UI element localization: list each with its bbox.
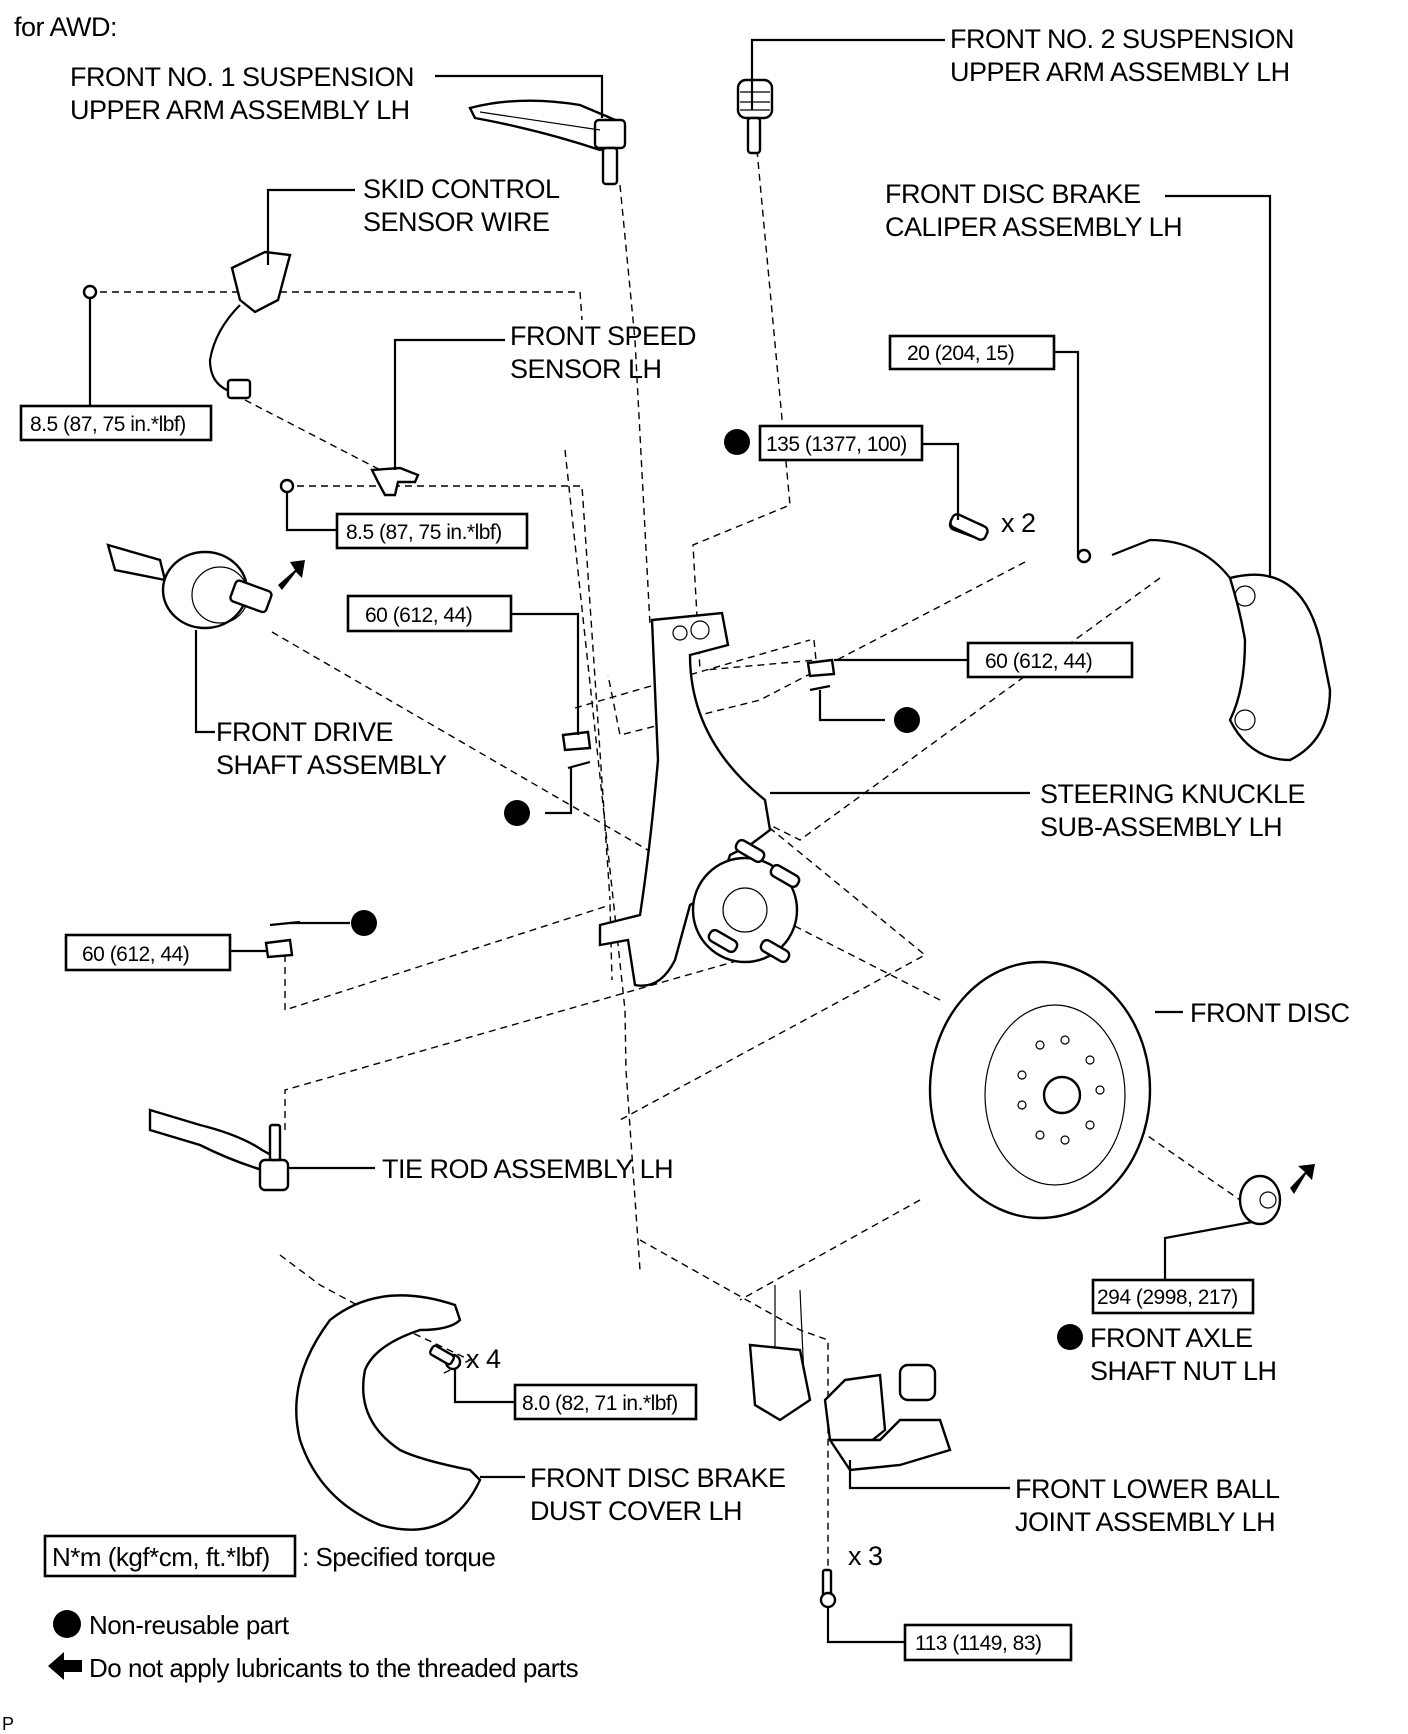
- label-caliper-line1: FRONT DISC BRAKE: [885, 179, 1141, 209]
- lower-ball-joint-drawing: [748, 1285, 952, 1609]
- non-reusable-icon-legend: [53, 1610, 81, 1638]
- legend-non-reusable: Non-reusable part: [89, 1610, 290, 1640]
- label-axle-nut-line1: FRONT AXLE: [1090, 1323, 1253, 1353]
- torque-value: 135 (1377, 100): [766, 433, 907, 456]
- torque-box-caliper-bracket: 20 (204, 15): [888, 334, 1056, 371]
- label-dust-cover-line1: FRONT DISC BRAKE: [530, 1463, 786, 1493]
- label-upper-arm-1-line2: UPPER ARM ASSEMBLY LH: [70, 95, 410, 125]
- label-knuckle-line1: STEERING KNUCKLE: [1040, 779, 1305, 809]
- leader-lines: [88, 38, 1272, 1644]
- label-knuckle-line2: SUB-ASSEMBLY LH: [1040, 812, 1282, 842]
- torque-box-speed-sensor: 8.5 (87, 75 in.*lbf): [335, 512, 529, 550]
- label-axle-nut-line2: SHAFT NUT LH: [1090, 1356, 1277, 1386]
- torque-box-caliper-bolt: 135 (1377, 100): [724, 424, 924, 462]
- torque-value: 20 (204, 15): [907, 342, 1014, 365]
- torque-box-tie-rod-nut: 60 (612, 44): [64, 933, 232, 972]
- label-speed-sensor-line2: SENSOR LH: [510, 354, 662, 384]
- torque-value: 60 (612, 44): [82, 943, 189, 966]
- label-drive-shaft-line1: FRONT DRIVE: [216, 717, 393, 747]
- legend-torque-desc: : Specified torque: [302, 1542, 495, 1572]
- label-upper-arm-2-line2: UPPER ARM ASSEMBLY LH: [950, 57, 1290, 87]
- upper-arm-2-drawing: [736, 78, 774, 155]
- torque-value: 8.0 (82, 71 in.*lbf): [522, 1392, 678, 1415]
- legend-torque-unit: N*m (kgf*cm, ft.*lbf): [52, 1542, 270, 1572]
- label-ball-joint-line2: JOINT ASSEMBLY LH: [1015, 1507, 1275, 1537]
- torque-box-skid-wire: 8.5 (87, 75 in.*lbf): [19, 404, 213, 442]
- steering-knuckle-drawing: [598, 611, 801, 987]
- dust-cover-drawing: [295, 1294, 482, 1531]
- legend-no-lubricant: Do not apply lubricants to the threaded …: [89, 1653, 579, 1683]
- label-tie-rod: TIE ROD ASSEMBLY LH: [382, 1154, 673, 1184]
- speed-sensor-drawing: [279, 466, 420, 497]
- non-reusable-icon-cotter-3: [351, 910, 377, 936]
- non-reusable-icon-cotter-2: [894, 707, 920, 733]
- drive-shaft-drawing: [106, 543, 305, 630]
- castle-nuts: [264, 658, 836, 959]
- label-upper-arm-1-line1: FRONT NO. 1 SUSPENSION: [70, 62, 414, 92]
- label-skid-sensor-line1: SKID CONTROL: [363, 174, 560, 204]
- torque-value: 294 (2998, 217): [1097, 1286, 1238, 1309]
- label-skid-sensor-line2: SENSOR WIRE: [363, 207, 550, 237]
- label-upper-arm-2-line1: FRONT NO. 2 SUSPENSION: [950, 24, 1294, 54]
- torque-box-axle-nut: 294 (2998, 217): [1091, 1278, 1255, 1315]
- legend-torque-box: [43, 1534, 297, 1578]
- small-bolts: [429, 513, 989, 1366]
- label-ball-joint-line1: FRONT LOWER BALL: [1015, 1474, 1280, 1504]
- qty-caliper-bolt: x 2: [1001, 508, 1036, 538]
- label-front-disc: FRONT DISC: [1190, 998, 1350, 1028]
- torque-box-upper-arm-2-nut: 60 (612, 44): [966, 641, 1134, 679]
- label-drive-shaft-line2: SHAFT ASSEMBLY: [216, 750, 447, 780]
- torque-value: 8.5 (87, 75 in.*lbf): [30, 413, 186, 436]
- torque-box-upper-arm-1-nut: 60 (612, 44): [346, 594, 513, 633]
- figure-code: P: [2, 1714, 14, 1734]
- torque-value: 8.5 (87, 75 in.*lbf): [346, 521, 502, 544]
- no-lube-arrow-icon: [278, 560, 305, 590]
- torque-value: 113 (1149, 83): [915, 1632, 1042, 1655]
- upper-arm-1-drawing: [468, 99, 627, 186]
- torque-value: 60 (612, 44): [365, 604, 472, 627]
- label-speed-sensor-line1: FRONT SPEED: [510, 321, 696, 351]
- label-caliper-line2: CALIPER ASSEMBLY LH: [885, 212, 1182, 242]
- non-reusable-icon-axle-nut: [1057, 1324, 1083, 1350]
- non-reusable-icon-cotter-1: [504, 800, 530, 826]
- non-reusable-icon: [724, 429, 750, 455]
- skid-sensor-wire-drawing: [82, 250, 292, 400]
- torque-value: 60 (612, 44): [985, 650, 1092, 673]
- torque-box-ball-joint: 113 (1149, 83): [903, 1623, 1073, 1662]
- caliper-drawing: [948, 514, 1332, 762]
- no-lube-arrow-icon-legend: [48, 1652, 82, 1680]
- axle-nut-drawing: [1238, 1164, 1315, 1226]
- no-lube-arrow-icon-2: [1290, 1164, 1315, 1194]
- qty-ball-joint-bolt: x 3: [848, 1541, 883, 1571]
- front-disc-drawing: [928, 960, 1152, 1220]
- diagram-title: for AWD:: [14, 12, 117, 42]
- qty-dust-cover-bolt: x 4: [466, 1344, 501, 1374]
- torque-box-dust-cover: 8.0 (82, 71 in.*lbf): [513, 1383, 698, 1421]
- tie-rod-drawing: [148, 1108, 290, 1192]
- legend: N*m (kgf*cm, ft.*lbf) : Specified torque…: [43, 1534, 579, 1683]
- label-dust-cover-line2: DUST COVER LH: [530, 1496, 742, 1526]
